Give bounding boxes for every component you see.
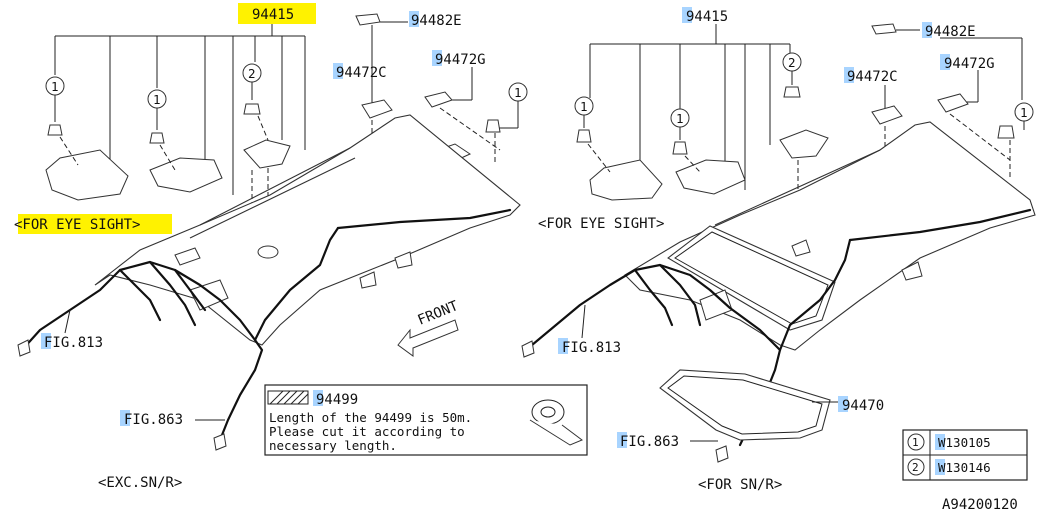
pad-part xyxy=(361,99,393,119)
for-eye-sight-label: <FOR EYE SIGHT> xyxy=(14,217,140,233)
clip-icon xyxy=(243,103,261,115)
callout-1: 1 xyxy=(514,85,522,100)
part-number-94482E: 94482E xyxy=(411,13,462,29)
pad-part xyxy=(937,93,969,113)
camera-bracket-part xyxy=(589,159,663,201)
sunroof-seal-part xyxy=(659,369,831,441)
note-box: 94499 Length of the 94499 is 50m. Please… xyxy=(264,384,588,456)
legend-mark-2: 2 xyxy=(912,461,919,474)
callout-1: 1 xyxy=(51,79,59,94)
clip-icon xyxy=(47,124,63,136)
pad-part xyxy=(424,91,453,108)
clip-icon xyxy=(576,129,592,143)
note-line-1: Length of the 94499 is 50m. xyxy=(269,410,472,425)
callout-2: 2 xyxy=(788,55,796,70)
part-number-94482E: 94482E xyxy=(925,24,976,40)
part-number-94415: 94415 xyxy=(686,9,728,25)
callout-1: 1 xyxy=(676,111,684,126)
legend-table: 1 2 W130105 W130146 xyxy=(902,429,1028,481)
variant-exc-sunroof: <EXC.SN/R> xyxy=(98,475,182,491)
part-number-94472G: 94472G xyxy=(944,56,995,72)
lamp-bracket-part xyxy=(149,157,223,193)
callout-1: 1 xyxy=(1020,105,1028,120)
bracket-part xyxy=(779,129,829,159)
callout-1: 1 xyxy=(153,92,161,107)
part-number-94472C: 94472C xyxy=(336,65,387,81)
part-number-94415: 94415 xyxy=(252,7,294,23)
left-diagram: 94415 94482E 94472C 94472G 1 1 2 1 xyxy=(14,3,528,491)
tape-roll-icon xyxy=(529,399,583,446)
note-line-2: Please cut it according to xyxy=(269,424,465,439)
callout-1: 1 xyxy=(580,99,588,114)
part-number-94472G: 94472G xyxy=(435,52,486,68)
headliner-panel xyxy=(624,121,1036,351)
clip-icon xyxy=(485,119,501,133)
cover-part-icon xyxy=(871,23,897,35)
legend-code-2: W130146 xyxy=(938,460,991,475)
clip-icon xyxy=(149,132,165,144)
fig-813-label: FIG.813 xyxy=(44,335,103,351)
diagram-id: A94200120 xyxy=(942,497,1018,513)
sunroof-opening xyxy=(667,225,836,331)
clip-icon xyxy=(783,86,801,98)
pad-part xyxy=(871,105,903,125)
clip-icon xyxy=(997,125,1015,139)
note-line-3: necessary length. xyxy=(269,438,397,453)
callout-2: 2 xyxy=(248,66,256,81)
part-number-94470: 94470 xyxy=(842,398,884,414)
legend-code-1: W130105 xyxy=(938,435,991,450)
camera-bracket-part xyxy=(45,149,129,201)
for-eye-sight-label: <FOR EYE SIGHT> xyxy=(538,216,664,232)
fig-863-label: FIG.863 xyxy=(620,434,679,450)
hatch-swatch-icon xyxy=(267,390,309,405)
highlight xyxy=(238,3,316,24)
cover-part-icon xyxy=(355,13,381,26)
fig-863-label: FIG.863 xyxy=(124,412,183,428)
clip-icon xyxy=(672,141,688,155)
note-part-number: 94499 xyxy=(316,392,358,408)
right-diagram: 94415 94482E 94472C 94472G 1 1 2 1 xyxy=(521,7,1036,493)
legend-mark-1: 1 xyxy=(912,436,919,449)
front-arrow-icon xyxy=(397,319,459,357)
variant-for-sunroof: <FOR SN/R> xyxy=(698,477,782,493)
part-number-94472C: 94472C xyxy=(847,69,898,85)
bracket-part xyxy=(243,139,291,169)
front-arrow: FRONT xyxy=(397,298,461,357)
fig-813-label: FIG.813 xyxy=(562,340,621,356)
lamp-bracket-part xyxy=(675,159,746,195)
